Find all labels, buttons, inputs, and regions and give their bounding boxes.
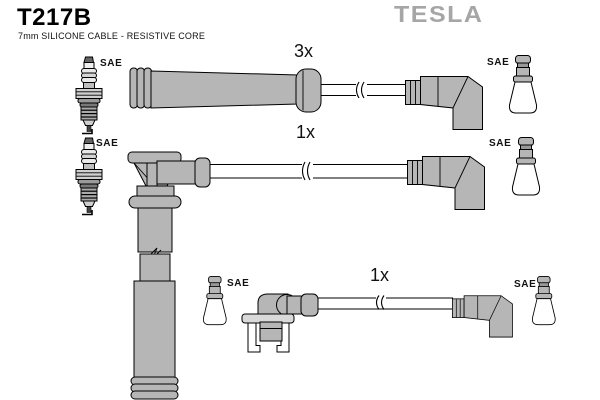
elbow-boot-icon (407, 156, 485, 210)
sae-label: SAE (487, 57, 510, 68)
cable-wire (321, 81, 406, 99)
spark-plug-icon (75, 56, 103, 135)
sae-label: SAE (227, 278, 250, 289)
clip-bracket-icon (241, 313, 295, 353)
part-number: T217B (17, 4, 92, 31)
sae-label: SAE (100, 58, 123, 69)
cable-bottom (202, 276, 556, 353)
sae-label: SAE (489, 138, 512, 149)
wire-break-icon (301, 161, 313, 181)
sae-terminal-icon (508, 55, 538, 114)
coil-top-boot-icon (127, 151, 211, 400)
elbow-boot-icon (405, 76, 483, 130)
sae-terminal-icon (511, 137, 541, 196)
cable-top (75, 55, 538, 135)
clip-connector-icon (241, 293, 319, 353)
cable-wire (318, 295, 453, 310)
quantity-label-middle: 1x (296, 122, 316, 142)
product-subtitle: 7mm SILICONE CABLE - RESISTIVE CORE (18, 31, 206, 41)
cable-wire (210, 161, 408, 181)
wire-break-icon (375, 295, 386, 310)
sae-label: SAE (514, 279, 537, 290)
quantity-label-bottom: 1x (370, 265, 390, 285)
quantity-label-top: 3x (294, 41, 314, 61)
straight-boot-icon (129, 67, 322, 113)
brand-logo: TESLA (394, 2, 484, 28)
elbow-boot-icon (452, 295, 513, 338)
sae-terminal-icon (202, 276, 227, 326)
wire-break-icon (355, 81, 367, 99)
cable-middle (75, 137, 541, 400)
spark-plug-icon (75, 137, 103, 216)
sae-label: SAE (96, 138, 119, 149)
